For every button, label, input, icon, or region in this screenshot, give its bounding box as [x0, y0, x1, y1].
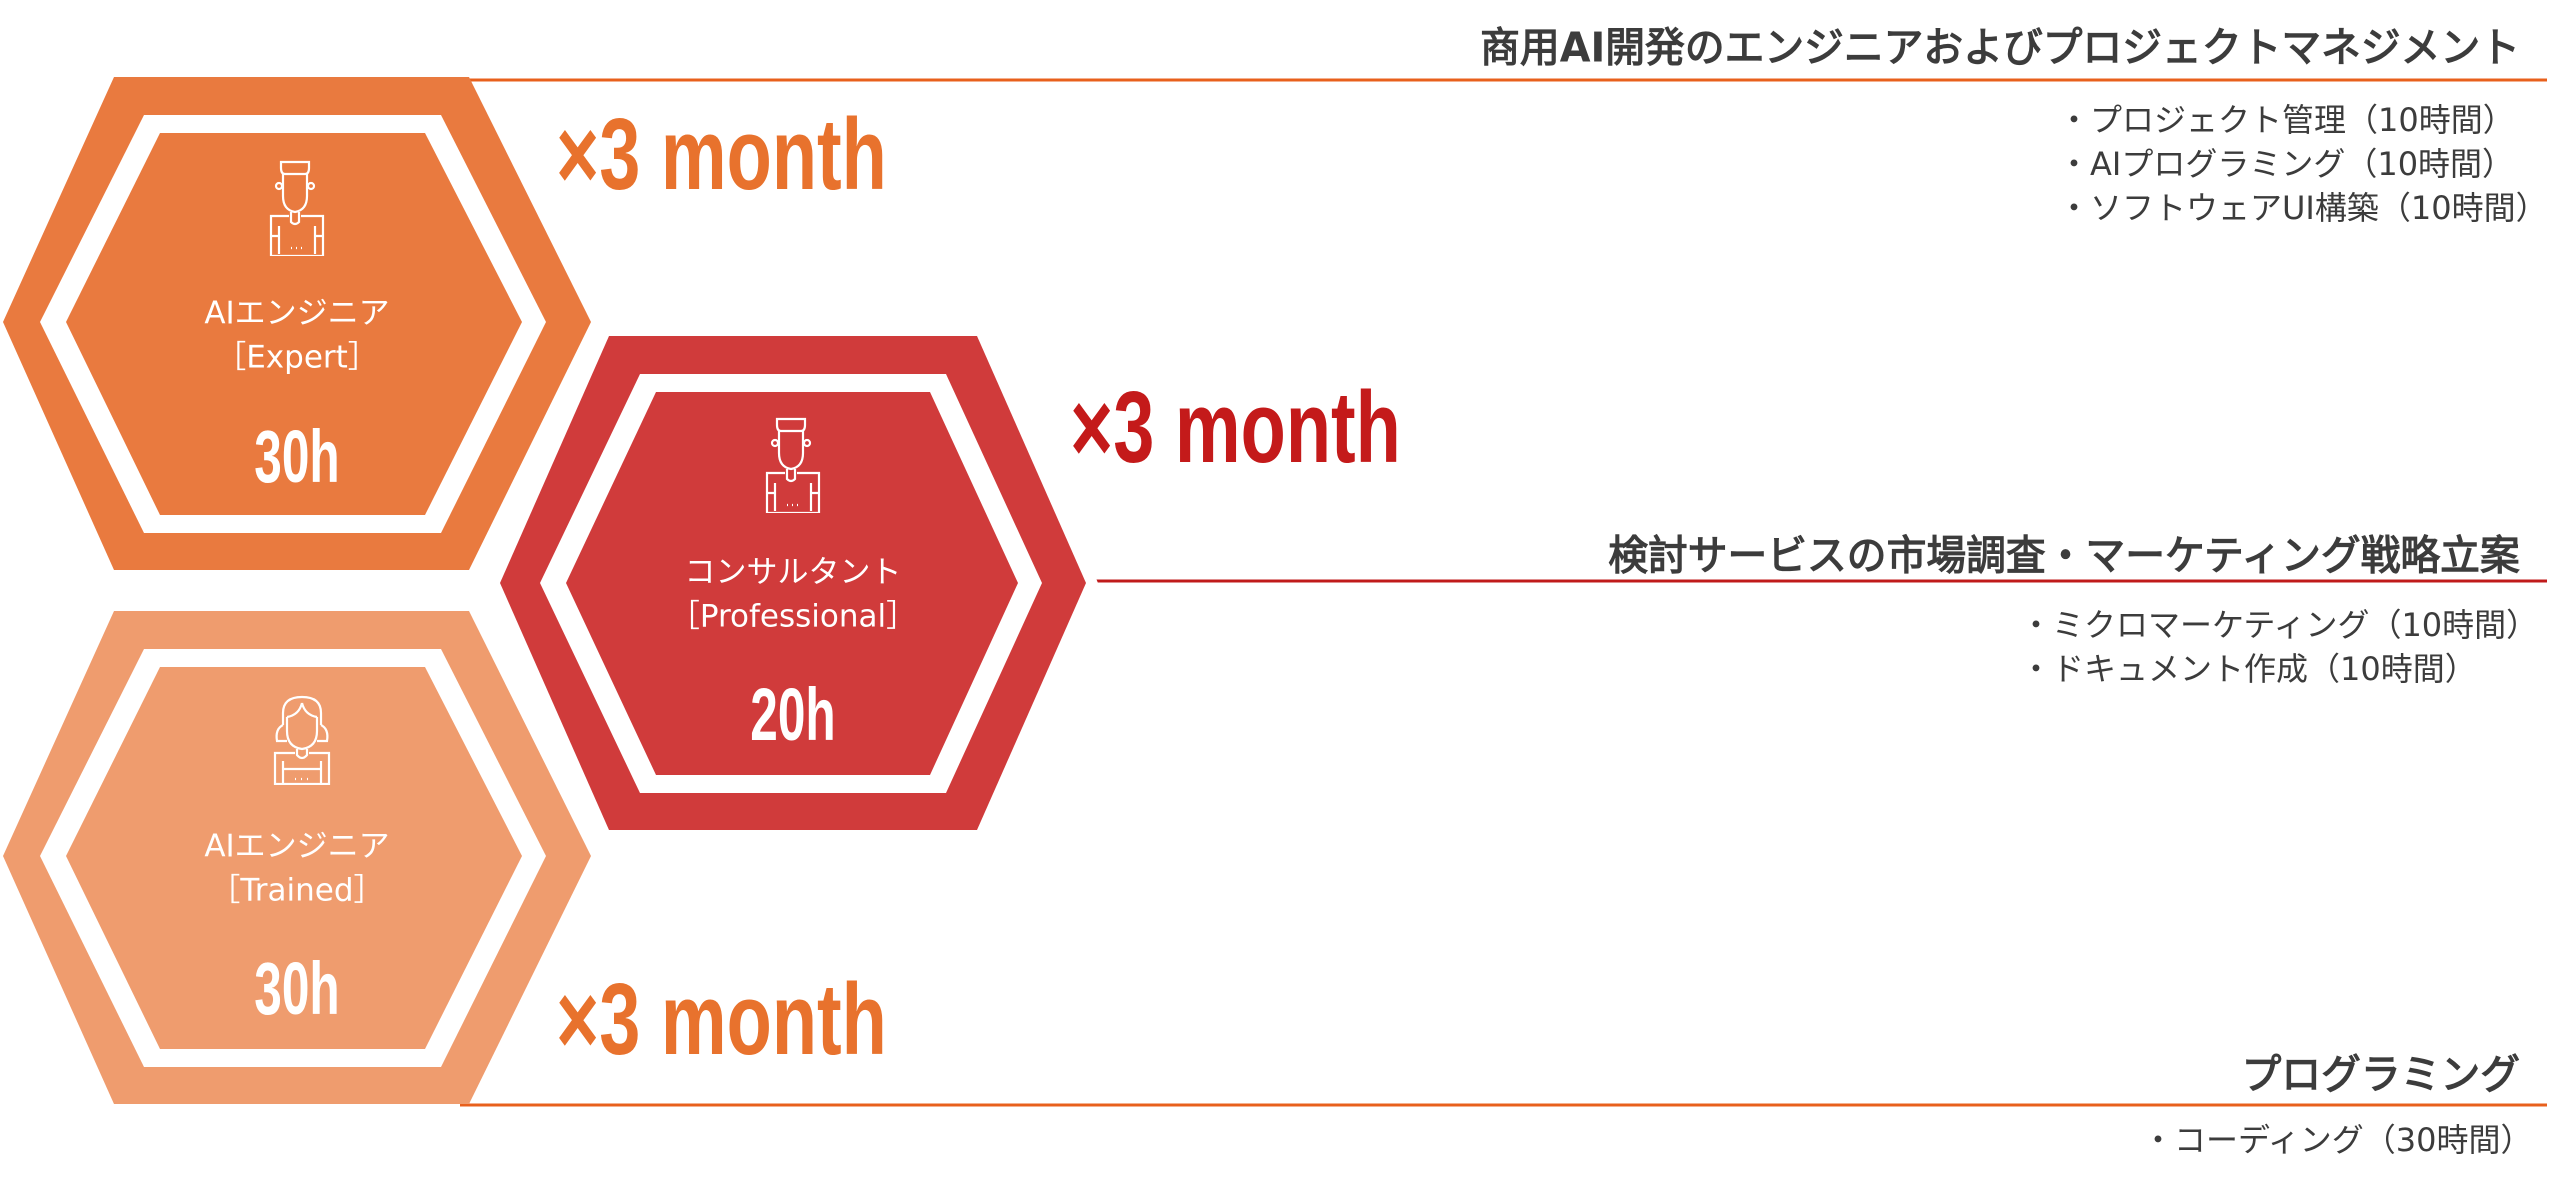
role-level-expert: ［Expert］ — [215, 339, 379, 376]
role-title-professional: コンサルタント — [684, 554, 902, 591]
role-level-trained: ［Trained］ — [209, 872, 385, 909]
task-item: ・コーディング（30時間） — [2142, 1121, 2533, 1159]
multiplier-professional: ×3 month — [1070, 371, 1401, 485]
task-list-professional: ・ミクロマーケティング（10時間） ・ドキュメント作成（10時間） — [2020, 603, 2538, 691]
task-item: ・AIプログラミング（10時間） — [2058, 145, 2515, 183]
task-heading-expert: 商用AI開発のエンジニアおよびプロジェクトマネジメント — [1480, 23, 2520, 72]
task-item: ・ドキュメント作成（10時間） — [2020, 650, 2477, 688]
male-engineer-icon — [269, 160, 325, 256]
role-title-trained: AIエンジニア — [204, 828, 390, 865]
hexagon-trained — [3, 611, 591, 1104]
task-item: ・ミクロマーケティング（10時間） — [2020, 606, 2539, 644]
task-list-expert: ・プロジェクト管理（10時間） ・AIプログラミング（10時間） ・ソフトウェア… — [2058, 98, 2548, 230]
task-item: ・プロジェクト管理（10時間） — [2058, 101, 2515, 139]
role-hours-trained: 30h — [254, 948, 340, 1031]
task-heading-trained: プログラミング — [2241, 1050, 2520, 1099]
female-engineer-icon — [273, 695, 331, 785]
role-title-expert: AIエンジニア — [204, 295, 390, 332]
multiplier-trained: ×3 month — [556, 963, 887, 1077]
task-list-trained: ・コーディング（30時間） — [2142, 1118, 2532, 1162]
multiplier-expert: ×3 month — [556, 98, 887, 212]
male-consultant-icon — [765, 417, 821, 513]
role-level-professional: ［Professional］ — [668, 598, 918, 635]
role-hours-professional: 20h — [750, 674, 836, 757]
task-heading-professional: 検討サービスの市場調査・マーケティング戦略立案 — [1608, 531, 2520, 580]
task-item: ・ソフトウェアUI構築（10時間） — [2058, 189, 2548, 227]
hexagon-expert — [3, 77, 591, 570]
role-hours-expert: 30h — [254, 416, 340, 499]
hexagon-professional — [488, 325, 1098, 841]
